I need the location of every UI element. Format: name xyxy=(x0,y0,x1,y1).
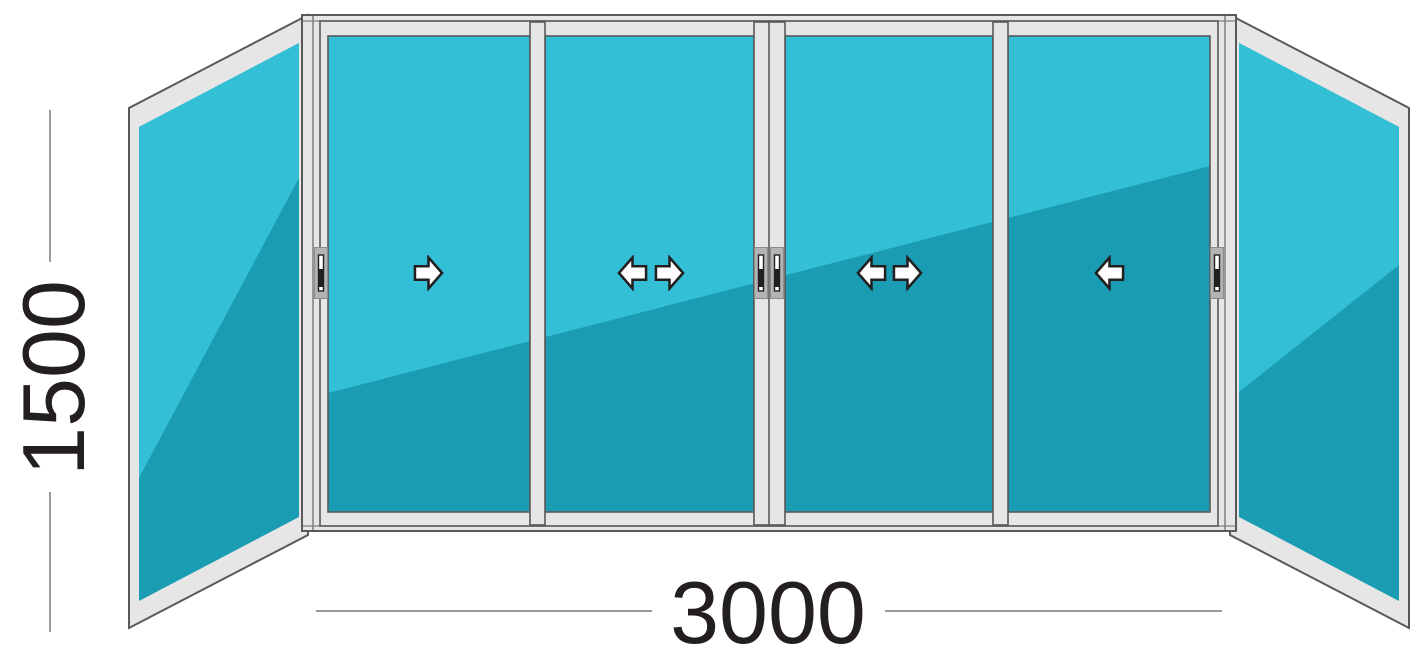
left-side-window xyxy=(128,13,309,630)
central-sliding-frame xyxy=(301,14,1237,532)
sash-handle-1 xyxy=(314,247,328,299)
right-side-window xyxy=(1229,13,1410,630)
width-label: 3000 xyxy=(670,563,866,662)
sash-handle-3 xyxy=(770,247,784,299)
width-dimension: 3000 xyxy=(316,563,1222,662)
sash-handle-2 xyxy=(754,247,768,299)
sash-handle-4 xyxy=(1210,247,1224,299)
height-dimension: 1500 xyxy=(4,110,103,632)
height-label: 1500 xyxy=(4,280,103,476)
